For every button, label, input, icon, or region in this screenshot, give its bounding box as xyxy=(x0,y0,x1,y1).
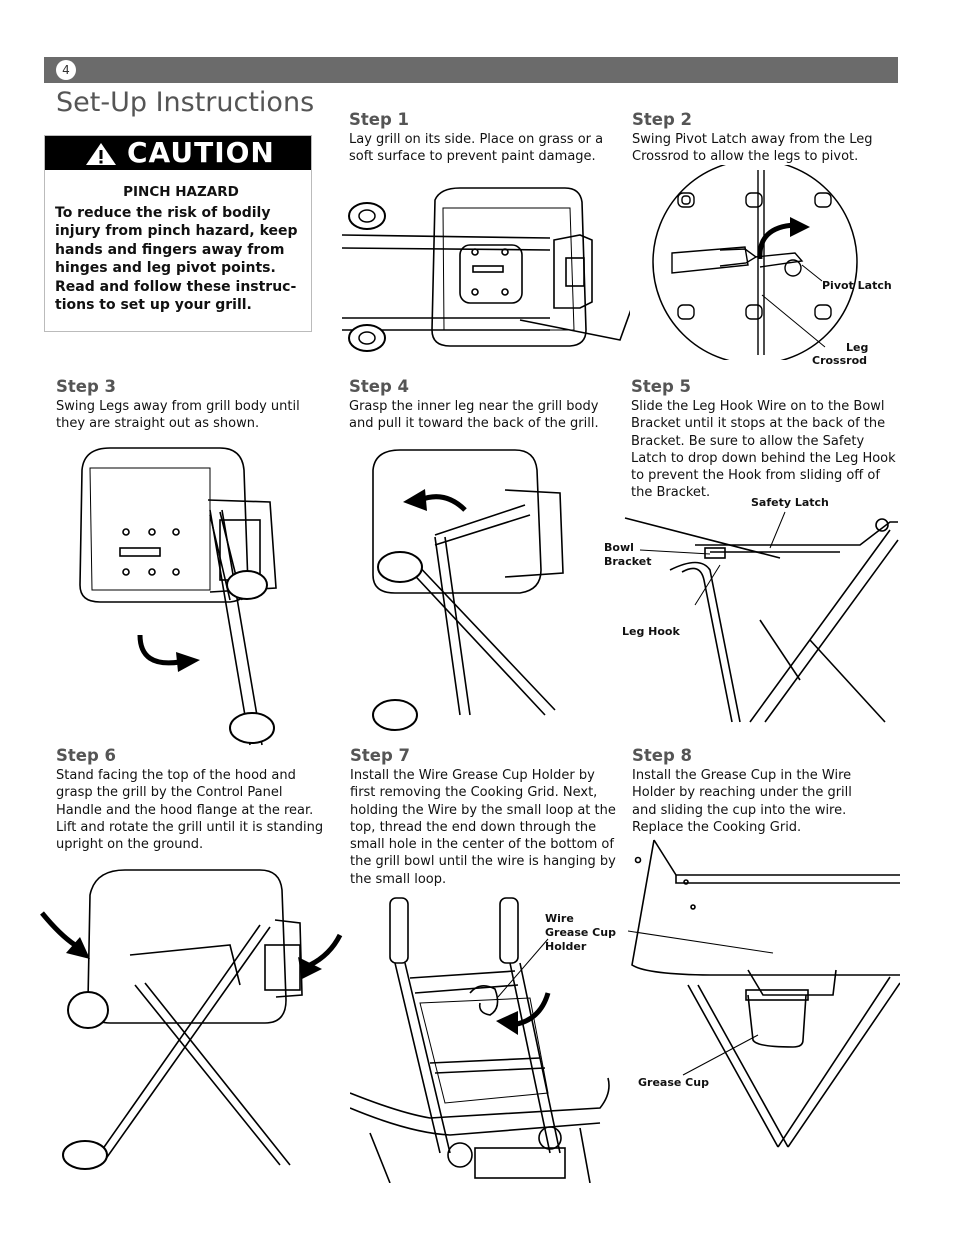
wheel-icon xyxy=(377,551,423,583)
step-8-text: Install the Grease Cup in the Wire Holde… xyxy=(632,768,852,835)
step-8-heading: Step 8 xyxy=(632,746,692,765)
step-3-text: Swing Legs away from grill body until th… xyxy=(56,399,300,432)
caution-line: hands and fingers away from xyxy=(55,241,285,258)
step-8-illustration xyxy=(628,839,900,1148)
wheel-icon xyxy=(226,570,268,600)
step-2-text: Swing Pivot Latch away from the Leg Cros… xyxy=(632,132,873,165)
caution-line: Read and follow these instruc- xyxy=(55,278,297,295)
leg-callout: Leg xyxy=(846,341,869,354)
step-3-illustration xyxy=(79,447,277,746)
caution-box: CAUTION PINCH HAZARD To reduce the risk … xyxy=(44,135,312,332)
wheel-icon xyxy=(348,202,386,230)
arrow-icon xyxy=(176,652,200,672)
step-4-illustration xyxy=(372,449,564,731)
grease-cup-holder-callout: Grease Cup xyxy=(545,926,616,939)
arrow-icon xyxy=(790,217,810,237)
grease-cup-callout: Grease Cup xyxy=(638,1076,709,1089)
wheel-icon xyxy=(62,1140,108,1170)
step-3-heading: Step 3 xyxy=(56,377,116,396)
caution-line: injury from pinch hazard, keep xyxy=(55,223,298,239)
step-2-heading: Step 2 xyxy=(632,110,692,129)
step-5-heading: Step 5 xyxy=(631,377,691,396)
holder-callout: Holder xyxy=(545,940,587,953)
step-1-heading: Step 1 xyxy=(349,110,409,129)
leg-hook-callout: Leg Hook xyxy=(622,625,680,638)
arrow-icon xyxy=(66,937,90,959)
step-4-heading: Step 4 xyxy=(349,377,409,396)
page-number: 4 xyxy=(56,60,76,80)
header-bar xyxy=(44,57,898,83)
wire-callout: Wire xyxy=(545,912,574,925)
caution-line: tions to set up your grill. xyxy=(55,297,252,313)
step-4-text: Grasp the inner leg near the grill body … xyxy=(349,399,599,432)
arrow-icon xyxy=(298,957,322,979)
step-5-illustration xyxy=(624,511,899,723)
crossrod-callout: Crossrod xyxy=(812,354,868,367)
caution-body: PINCH HAZARD To reduce the risk of bodil… xyxy=(55,183,307,315)
step-6-heading: Step 6 xyxy=(56,746,116,765)
step-6-text: Stand facing the top of the hood and gra… xyxy=(56,768,324,853)
arrow-icon xyxy=(403,489,427,511)
wheel-icon xyxy=(67,991,109,1029)
step-5-text: Slide the Leg Hook Wire on to the Bowl B… xyxy=(631,399,896,501)
pivot-latch-callout: Pivot Latch xyxy=(822,279,892,292)
bracket-callout: Bracket xyxy=(604,555,652,568)
caution-header: CAUTION xyxy=(45,136,311,170)
wheel-icon xyxy=(229,712,275,744)
safety-latch-callout: Safety Latch xyxy=(751,496,829,509)
caution-line: hinges and leg pivot points. xyxy=(55,260,276,276)
warning-icon xyxy=(86,143,116,165)
step-7-text: Install the Wire Grease Cup Holder by fi… xyxy=(350,768,616,887)
page-title: Set-Up Instructions xyxy=(56,87,315,118)
hazard-title: PINCH HAZARD xyxy=(123,184,239,200)
step-7-illustration xyxy=(350,897,610,1183)
step-6-illustration xyxy=(40,869,343,1170)
caution-line: To reduce the risk of bodily xyxy=(55,204,271,221)
bowl-callout: Bowl xyxy=(604,541,634,554)
wheel-icon xyxy=(348,324,386,352)
caution-heading: CAUTION xyxy=(127,136,275,169)
step-1-illustration xyxy=(341,187,630,352)
step-7-heading: Step 7 xyxy=(350,746,410,765)
wheel-icon xyxy=(372,699,418,731)
step-1-text: Lay grill on its side. Place on grass or… xyxy=(349,132,604,165)
arrow-icon xyxy=(496,1011,518,1035)
step-2-illustration xyxy=(652,165,858,360)
